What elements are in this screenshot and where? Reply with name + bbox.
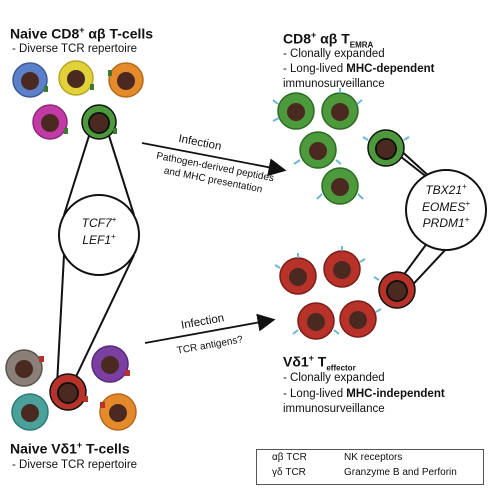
temra-cells [272,88,410,205]
temra-title: CD8+ αβ TEMRA [283,30,374,50]
teffector-cell [339,300,382,338]
hub-left-genes: TCF7+ LEF1+ [81,215,117,247]
naive-cd8-title: Naive CD8+ αβ T-cells [10,25,154,42]
hub-right-circle [405,169,487,251]
legend-ab-tcr: αβ TCR [272,452,307,463]
teffector-title: Vδ1+ Teffector [283,353,356,373]
arrow-top [141,142,287,177]
naive-vd1-title: Naive Vδ1+ T-cells [10,440,130,457]
teffector-cells [274,246,416,340]
naive-vd1-subtitle: - Diverse TCR repertoire [12,459,138,471]
legend [256,449,484,485]
naive-vd1-cell-red-selected [49,373,88,411]
hub-left-circle [58,194,140,276]
naive-cd8-cells [12,60,144,140]
naive-cd8-cell-magenta [32,104,68,140]
naive-cd8-cell-blue [12,62,48,98]
naive-cd8-cell-green-selected [81,104,117,140]
naive-vd1-cell-teal [11,393,49,431]
temra-cell [316,167,364,205]
temra-cell [293,131,342,169]
teffector-cell [274,253,317,295]
teffector-cell [292,302,340,340]
naive-cd8-subtitle: - Diverse TCR repertoire [12,43,138,55]
teffector-line2: - Long-lived MHC-independent [283,388,445,400]
teffector-line3: immunosurveillance [283,403,385,415]
legend-gd-tcr: γδ TCR [272,467,306,478]
teffector-cell [323,246,366,288]
teffector-cell-selected [373,271,416,309]
teffector-line1: - Clonally expanded [283,372,385,384]
naive-vd1-cells [5,345,137,431]
temra-cell [321,88,363,130]
temra-line1: - Clonally expanded [283,48,385,60]
temra-cell [272,92,315,130]
temra-line2: - Long-lived MHC-dependent [283,63,435,75]
naive-vd1-cell-orange [99,393,137,431]
naive-cd8-cell-orange [108,62,144,98]
arrow-bottom [144,313,276,344]
naive-vd1-cell-purple [91,345,130,383]
naive-vd1-cell-gray [5,349,44,387]
legend-granzyme: Granzyme B and Perforin [344,467,457,478]
temra-cell-selected [362,129,410,167]
temra-line3: immunosurveillance [283,78,385,90]
legend-nk-receptors: NK receptors [344,452,403,463]
naive-cd8-cell-yellow [58,60,94,96]
hub-right-genes: TBX21+ EOMES+ PRDM1+ [421,182,470,231]
